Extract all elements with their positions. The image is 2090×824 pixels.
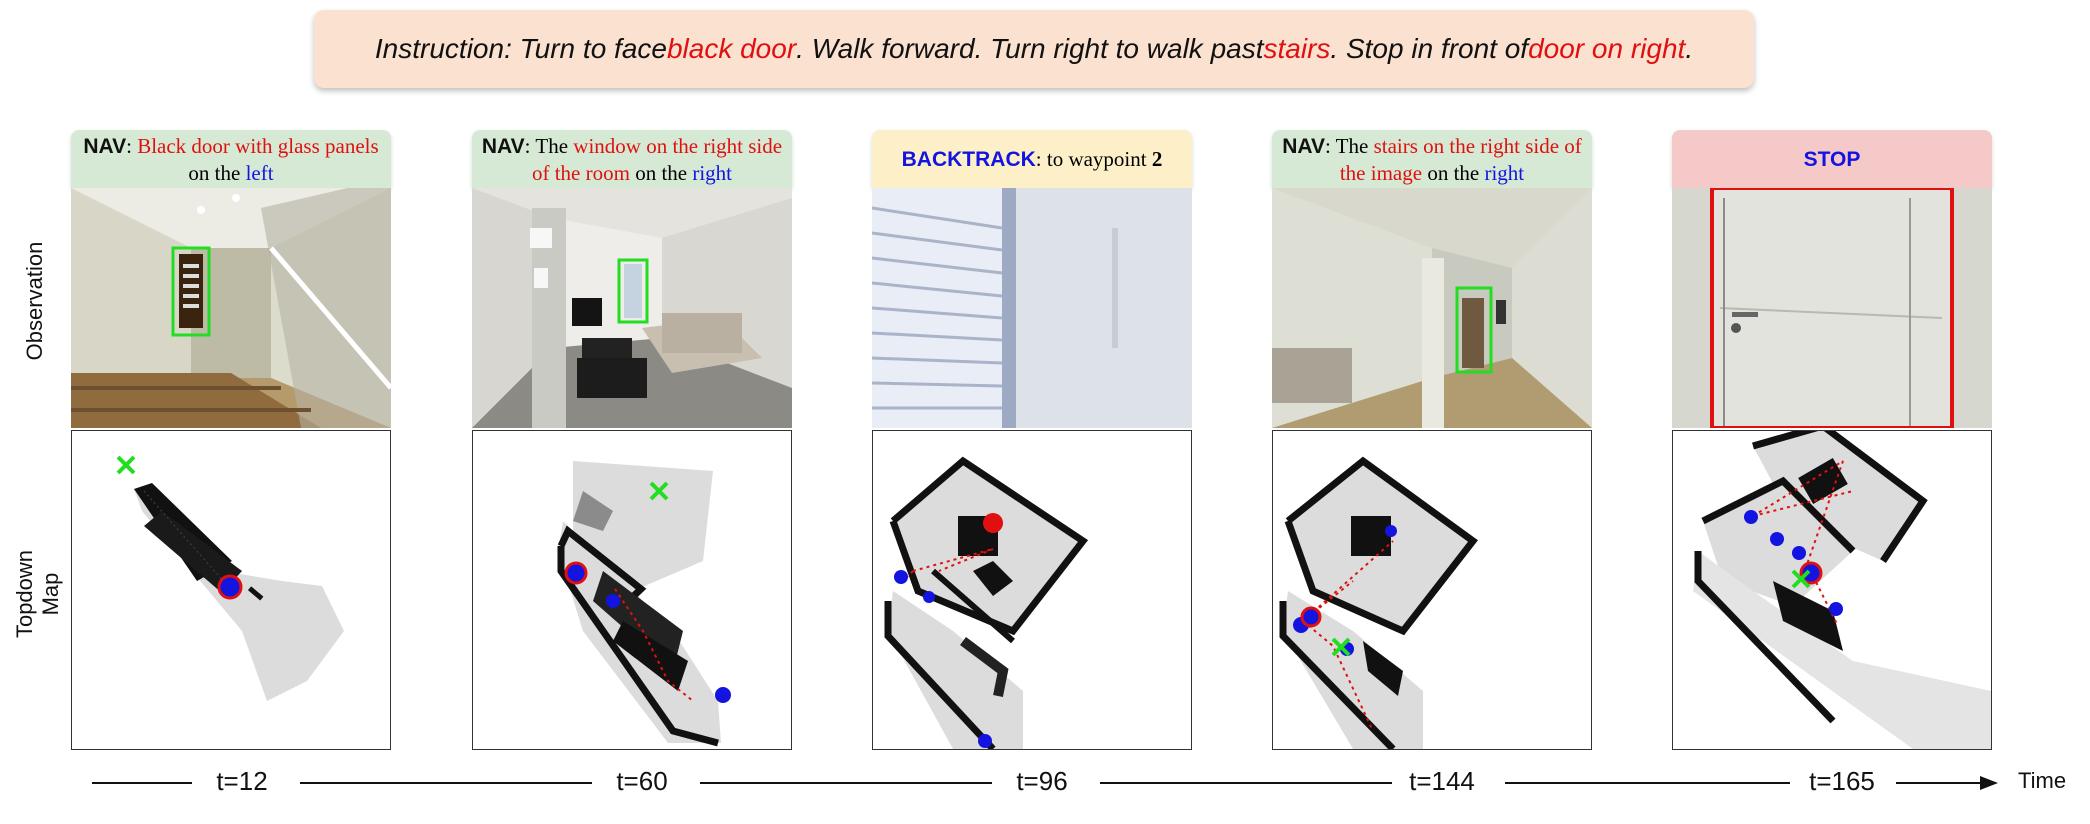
action-target: Black door with glass panels bbox=[137, 133, 379, 158]
action-side: left bbox=[245, 160, 274, 185]
instruction-target-stairs: stairs bbox=[1263, 33, 1331, 64]
time-label-t165: t=165 bbox=[1809, 766, 1875, 796]
instruction-mid2: . Stop in front of bbox=[1330, 33, 1529, 64]
topdown-map bbox=[1272, 430, 1592, 750]
action-header-nav: NAV: The stairs on the right side of the… bbox=[1272, 130, 1592, 188]
instruction-mid1: . Walk forward. Turn right to walk past bbox=[796, 33, 1264, 64]
column-t96: BACKTRACK: to waypoint 2 bbox=[872, 130, 1192, 750]
row-label-topdown: Topdown bbox=[12, 549, 37, 639]
column-t144: NAV: The stairs on the right side of the… bbox=[1272, 130, 1592, 750]
timeline: t=12 t=60 t=96 t=144 t=165 Time bbox=[0, 760, 2090, 800]
goal-marker-icon bbox=[1791, 569, 1811, 589]
action-side: right bbox=[692, 160, 733, 185]
time-axis-label: Time bbox=[2018, 768, 2067, 793]
arrow-right-icon bbox=[1980, 776, 1998, 790]
timeline-arrow-shaft bbox=[1896, 782, 1986, 784]
stop-box bbox=[1710, 188, 1954, 428]
column-t60: NAV: The window on the right side of the… bbox=[472, 130, 792, 750]
timeline-segment bbox=[92, 782, 192, 784]
instruction-banner: Instruction: Turn to face black door. Wa… bbox=[314, 10, 1754, 88]
observation-image-hallway bbox=[71, 188, 391, 428]
time-label-t60: t=60 bbox=[616, 766, 668, 796]
goal-marker-icon bbox=[1331, 637, 1351, 657]
action-sep: : The bbox=[524, 133, 574, 158]
goal-marker-icon bbox=[649, 481, 669, 501]
column-t165: STOP bbox=[1672, 130, 1992, 750]
action-keyword: NAV bbox=[481, 134, 525, 158]
action-target: window on the right side of the room bbox=[531, 133, 783, 185]
topdown-map bbox=[872, 430, 1192, 750]
topdown-map bbox=[71, 430, 391, 750]
instruction-suffix: . bbox=[1685, 33, 1694, 64]
detection-box bbox=[617, 258, 649, 324]
instruction-prefix: Instruction: Turn to face bbox=[374, 33, 667, 64]
instruction-target-black-door: black door bbox=[666, 33, 797, 64]
row-label-topdown-map: Topdown Map bbox=[12, 544, 64, 644]
topdown-map bbox=[472, 430, 792, 750]
action-keyword: BACKTRACK bbox=[901, 147, 1036, 171]
detection-box bbox=[1455, 286, 1493, 374]
action-keyword: STOP bbox=[1803, 147, 1861, 171]
action-keyword: NAV bbox=[83, 134, 127, 158]
observation-image-window-blinds bbox=[872, 188, 1192, 428]
topdown-map bbox=[1672, 430, 1992, 750]
observation-image-door bbox=[1672, 188, 1992, 428]
detection-box bbox=[171, 246, 211, 337]
timeline-segment bbox=[700, 782, 992, 784]
action-sep: : to waypoint bbox=[1035, 146, 1152, 171]
action-header-nav: NAV: Black door with glass panels on the… bbox=[71, 130, 391, 188]
timeline-segment bbox=[300, 782, 592, 784]
observation-image-hallway-stairs bbox=[1272, 188, 1592, 428]
goal-marker-icon bbox=[116, 455, 136, 475]
time-label-t12: t=12 bbox=[216, 766, 268, 796]
action-sep: : The bbox=[1324, 133, 1374, 158]
time-label-t96: t=96 bbox=[1016, 766, 1068, 796]
time-label-t144: t=144 bbox=[1409, 766, 1475, 796]
timeline-segment bbox=[1505, 782, 1790, 784]
action-side: right bbox=[1484, 160, 1525, 185]
row-label-observation: Observation bbox=[22, 241, 47, 361]
action-sep: : bbox=[126, 133, 138, 158]
action-waypoint: 2 bbox=[1151, 146, 1163, 171]
instruction-target-door-on-right: door on right bbox=[1528, 33, 1686, 64]
action-header-nav: NAV: The window on the right side of the… bbox=[472, 130, 792, 188]
action-mid: on the bbox=[629, 160, 693, 185]
action-header-stop: STOP bbox=[1672, 130, 1992, 188]
row-label-map: Map bbox=[38, 572, 63, 616]
action-target: stairs on the right side of the image bbox=[1339, 133, 1582, 185]
action-mid: on the bbox=[1422, 160, 1485, 185]
action-header-backtrack: BACKTRACK: to waypoint 2 bbox=[872, 130, 1192, 188]
column-t12: NAV: Black door with glass panels on the… bbox=[71, 130, 391, 750]
action-keyword: NAV bbox=[1282, 134, 1325, 158]
observation-image-living-room bbox=[472, 188, 792, 428]
timeline-segment bbox=[1100, 782, 1392, 784]
action-mid: on the bbox=[188, 160, 246, 185]
